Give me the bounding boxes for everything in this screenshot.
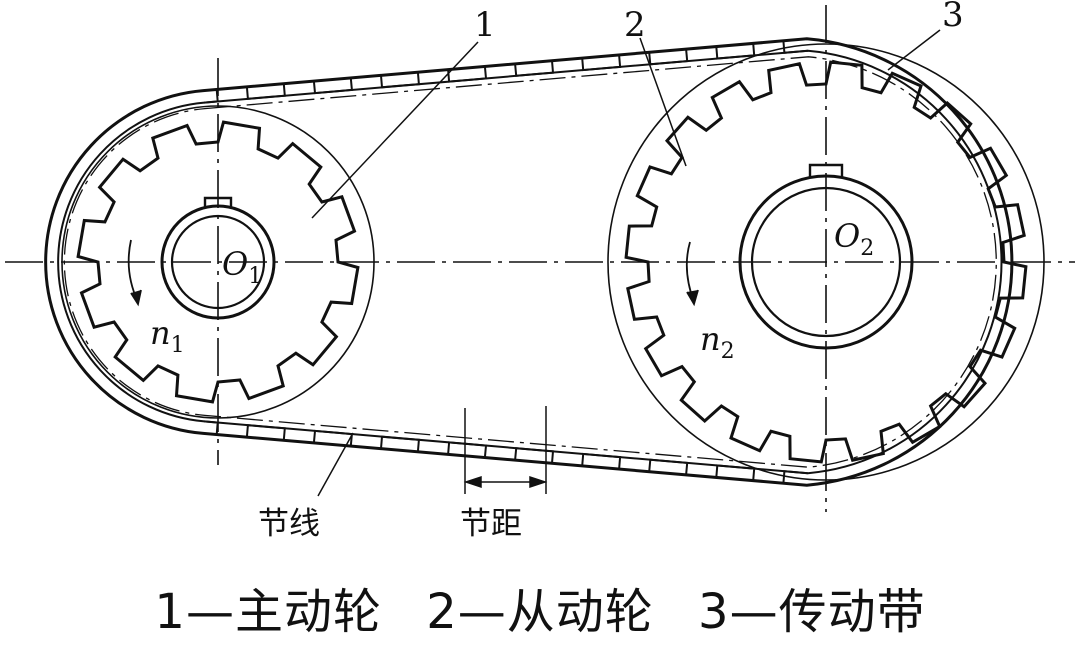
driving-pulley-hub-outer	[160, 204, 276, 320]
speed-label-driven: n2	[700, 320, 735, 364]
pitch-circles	[61, 43, 1045, 481]
driving-pulley-keyway	[203, 196, 233, 207]
speed-label-driven-letter: n	[700, 320, 721, 358]
pitch-line-label: 节线	[258, 506, 320, 542]
pitch-arrow-right	[529, 475, 548, 489]
rotation-arrow-driving-head	[130, 289, 142, 307]
driving-pulley	[76, 120, 360, 404]
speed-label-driving-subscript: 1	[171, 333, 185, 358]
timing-belt	[44, 37, 1014, 487]
center-label-driven: O2	[834, 217, 874, 261]
pitch-circle-driven	[607, 43, 1045, 481]
center-label-driving: O1	[222, 245, 262, 289]
leader-lines	[311, 29, 941, 497]
center-label-driving-subscript: 1	[248, 264, 262, 289]
rotation-arrow-driven-head	[686, 289, 699, 307]
speed-label-driving: n1	[150, 314, 185, 358]
part-number-1: 1	[474, 5, 496, 45]
center-label-driven-letter: O	[834, 217, 860, 255]
driving-pulley-hub-inner	[170, 214, 266, 310]
part-number-2: 2	[624, 5, 646, 45]
belt-outer-edge	[44, 37, 1014, 487]
leader-3	[887, 29, 941, 71]
driving-pulley-teeth	[76, 120, 360, 404]
driven-pulley-hub-outer	[738, 174, 914, 350]
driven-pulley	[624, 60, 1028, 464]
driven-pulley-teeth	[624, 60, 1028, 464]
center-label-driven-subscript: 2	[860, 236, 874, 261]
driven-pulley-keyway	[808, 163, 844, 177]
center-label-driving-letter: O	[222, 245, 248, 283]
center-lines	[5, 5, 1075, 512]
belt-drive-drawing: 1 2 3 O1 O2 n1 n2 节线 节距	[5, 0, 1075, 542]
leader-2	[639, 37, 687, 167]
belt-teeth-lower-span	[204, 420, 808, 485]
part-number-3: 3	[942, 0, 964, 35]
leader-1	[311, 41, 479, 219]
belt-inner-edge	[57, 49, 1003, 475]
caption-item-3: 3—传动带	[698, 584, 926, 640]
driven-pulley-hub-inner	[750, 186, 902, 338]
rotation-arrows	[127, 239, 699, 307]
pitch-circle-driving	[61, 105, 375, 419]
leader-pitch-line	[317, 432, 354, 497]
belt-teeth-upper-span	[204, 39, 808, 104]
speed-label-driving-letter: n	[150, 314, 171, 352]
caption-item-1: 1—主动轮	[154, 584, 382, 640]
figure-caption: 1—主动轮 2—从动轮 3—传动带	[0, 572, 1080, 652]
pitch-label: 节距	[460, 506, 522, 542]
belt-pitch-line	[63, 56, 997, 468]
pitch-arrow-left	[463, 475, 482, 489]
caption-item-2: 2—从动轮	[426, 584, 654, 640]
speed-label-driven-subscript: 2	[721, 339, 735, 364]
pitch-dimension	[463, 406, 548, 494]
